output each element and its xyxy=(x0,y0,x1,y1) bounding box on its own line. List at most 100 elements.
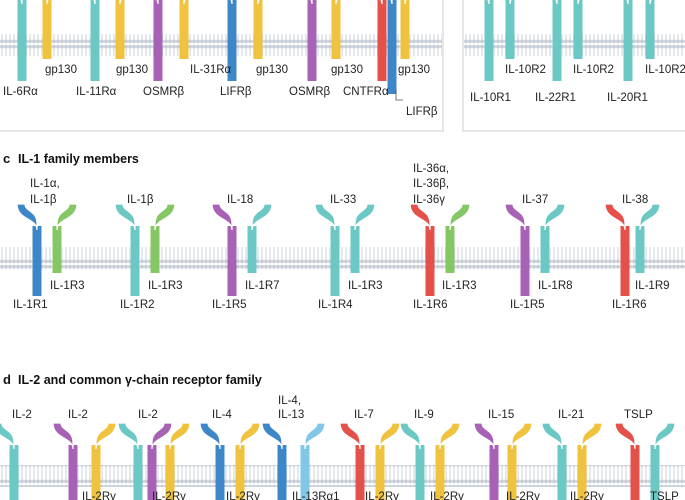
panel-b-label-5: CNTFRα xyxy=(343,86,389,98)
section-d-chain-5 xyxy=(165,422,191,500)
panel-b-label-6: LIFRβ xyxy=(406,106,438,118)
section-c-receptor-label-4: IL-1R6 xyxy=(413,299,448,311)
section-c-coreceptor-3 xyxy=(350,203,376,273)
membrane-c xyxy=(0,247,685,269)
section-c-coreceptor-label-1: IL-1R3 xyxy=(148,280,183,292)
section-c-coreceptor-label-3: IL-1R3 xyxy=(348,280,383,292)
section-d-partial-label-4: IL-2Rγ xyxy=(365,491,399,500)
section-c-coreceptor-label-2: IL-1R7 xyxy=(245,280,280,292)
section-c-ligand-5: IL-36α, xyxy=(413,163,449,175)
panel-b-chain-left-4 xyxy=(307,0,317,81)
section-d-chain-16 xyxy=(541,422,567,500)
section-c-coreceptor-2 xyxy=(247,203,273,273)
section-d-chain-7 xyxy=(235,422,261,500)
section-d-ligand-7: IL-9 xyxy=(414,409,434,421)
section-c-ligand-4: IL-33 xyxy=(330,194,356,206)
section-d-ligand-3: IL-4 xyxy=(212,409,232,421)
panel-b-chain-right-0 xyxy=(42,0,52,59)
section-d-chain-10 xyxy=(339,422,365,500)
panel-b-chain-left-0 xyxy=(17,0,27,81)
section-c-coreceptor-6 xyxy=(635,203,661,273)
section-c-receptor-1 xyxy=(114,203,140,296)
panel-il10-chain-right-1 xyxy=(573,0,583,59)
section-d-chain-19 xyxy=(650,422,676,500)
section-d-chain-18 xyxy=(614,422,640,500)
section-d-ligand-5: IL-13 xyxy=(278,409,304,421)
panel-b-label-1: IL-11Rα xyxy=(76,86,117,98)
panel-b-gp130-label-1: gp130 xyxy=(116,64,148,76)
panel-b-chain-left-3 xyxy=(227,0,237,81)
section-d-partial-label-0: IL-2Rγ xyxy=(82,491,116,500)
section-d-chain-3 xyxy=(117,422,143,500)
section-d-partial-label-8: TSLP xyxy=(650,491,679,500)
section-c-receptor-label-3: IL-1R4 xyxy=(318,299,353,311)
section-d-chain-1 xyxy=(52,422,78,500)
section-d-ligand-0: IL-2 xyxy=(12,409,32,421)
section-c-receptor-6 xyxy=(604,203,630,296)
panel-b-label-2: OSMRβ xyxy=(143,86,185,98)
section-c-receptor-2 xyxy=(211,203,237,296)
panel-b-box xyxy=(0,0,444,132)
section-c-receptor-label-5: IL-1R5 xyxy=(510,299,545,311)
section-c-ligand-7: IL-36γ xyxy=(413,194,445,206)
panel-il10-chain-left-2 xyxy=(623,0,633,81)
section-d-chain-9 xyxy=(300,422,326,500)
panel-b-chain-right-1 xyxy=(115,0,125,59)
section-d-partial-label-6: IL-2Rγ xyxy=(506,491,540,500)
section-d-chain-11 xyxy=(375,422,401,500)
section-d-chain-13 xyxy=(435,422,461,500)
section-d-chain-15 xyxy=(507,422,533,500)
section-d-chain-8 xyxy=(261,422,287,500)
section-d-chain-0 xyxy=(0,422,19,500)
section-c-coreceptor-label-4: IL-1R3 xyxy=(442,280,477,292)
section-c-receptor-label-6: IL-1R6 xyxy=(612,299,647,311)
section-d-chain-14 xyxy=(473,422,499,500)
membrane-b xyxy=(0,34,442,56)
section-c-receptor-label-2: IL-1R5 xyxy=(212,299,247,311)
panel-b-label-3: LIFRβ xyxy=(220,86,252,98)
section-c-coreceptor-label-0: IL-1R3 xyxy=(50,280,85,292)
panel-b-chain-lifr xyxy=(387,0,397,94)
section-c-coreceptor-label-6: IL-1R9 xyxy=(635,280,670,292)
panel-b-chain-right-2 xyxy=(179,0,189,59)
section-c-ligand-1: IL-1β xyxy=(30,194,57,206)
panel-b-gp130-label-4: gp130 xyxy=(331,64,363,76)
lifr-connector xyxy=(395,90,403,101)
section-d-chain-17 xyxy=(577,422,603,500)
panel-b-chain-left-5 xyxy=(377,0,387,81)
panel-il10-bottom-label-0: IL-10R1 xyxy=(470,92,511,104)
section-c-receptor-0 xyxy=(16,203,42,296)
section-d-letter: d xyxy=(3,372,11,387)
section-d-ligand-1: IL-2 xyxy=(68,409,88,421)
section-c-ligand-3: IL-18 xyxy=(227,194,253,206)
panel-b-label-0: IL-6Rα xyxy=(3,86,38,98)
panel-b-chain-left-1 xyxy=(90,0,100,81)
section-c-title: IL-1 family members xyxy=(18,152,139,166)
section-d-chain-2 xyxy=(91,422,117,500)
panel-b-chain-right-4 xyxy=(331,0,341,59)
panel-b-gp130-label-0: gp130 xyxy=(45,64,77,76)
panel-il10-chain-left-1 xyxy=(552,0,562,81)
panel-b-chain-right-3 xyxy=(253,0,263,59)
section-c-receptor-5 xyxy=(504,203,530,296)
section-c-coreceptor-1 xyxy=(150,203,176,273)
section-d-ligand-2: IL-2 xyxy=(138,409,158,421)
panel-il10-bottom-label-2: IL-20R1 xyxy=(607,92,648,104)
section-c-coreceptor-5 xyxy=(540,203,566,273)
section-c-ligand-6: IL-36β, xyxy=(413,178,449,190)
section-c-receptor-label-1: IL-1R2 xyxy=(120,299,155,311)
section-c-ligand-8: IL-37 xyxy=(522,194,548,206)
section-d-ligand-10: TSLP xyxy=(624,409,653,421)
section-c-ligand-0: IL-1α, xyxy=(30,178,60,190)
section-d-partial-label-5: IL-2Rγ xyxy=(430,491,464,500)
section-c-receptor-3 xyxy=(314,203,340,296)
panel-b-chain-right-5 xyxy=(400,0,410,59)
panel-b-label-4: OSMRβ xyxy=(289,86,331,98)
section-c-coreceptor-4 xyxy=(445,203,471,273)
section-c-coreceptor-0 xyxy=(52,203,78,273)
section-d-ligand-8: IL-15 xyxy=(488,409,514,421)
section-d-partial-label-2: IL-2Rγ xyxy=(226,491,260,500)
section-d-ligand-6: IL-7 xyxy=(354,409,374,421)
